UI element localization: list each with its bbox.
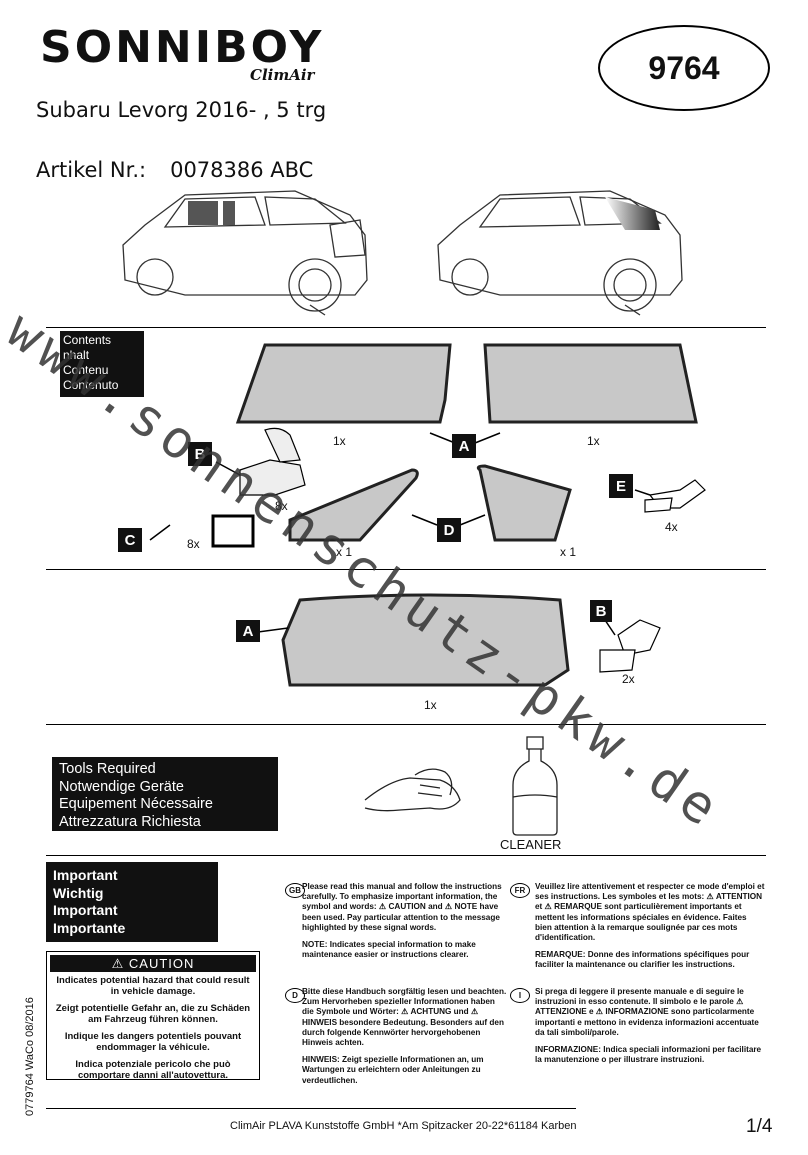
- clip-b-rear-shape: [599, 619, 661, 673]
- page-number: 1/4: [746, 1116, 773, 1137]
- caution-title: CAUTION: [128, 956, 195, 971]
- caution-text-gb: Indicates potential hazard that could re…: [56, 975, 250, 997]
- cleaner-label: CLEANER: [500, 837, 562, 852]
- qty-side-left: 1x: [333, 434, 346, 448]
- tools-line: Equipement Nécessaire: [59, 796, 213, 812]
- qty-clip-b: 8x: [275, 499, 288, 513]
- important-line: Important: [53, 902, 118, 918]
- lang-code-fr: FR: [510, 883, 530, 898]
- footer-company: ClimAir PLAVA Kunststoffe GmbH *Am Spitz…: [230, 1120, 577, 1132]
- article-label: Artikel Nr.:: [36, 158, 147, 182]
- tools-line: Tools Required: [59, 761, 156, 777]
- rear-window-diagram: [257, 593, 661, 687]
- caution-header: ⚠ CAUTION: [50, 955, 256, 972]
- cleaner-bottle-icon: [512, 736, 558, 836]
- lang-code-i: I: [510, 988, 530, 1003]
- part-label-b: B: [188, 442, 212, 466]
- part-label-a: A: [452, 434, 476, 458]
- tools-line: Attrezzatura Richiesta: [59, 813, 201, 830]
- contents-line: nhalt: [63, 348, 90, 362]
- part-label-c: C: [118, 528, 142, 552]
- qty-rear-shade: 1x: [424, 698, 437, 712]
- clip-b-shape: [239, 427, 306, 496]
- clip-e-shape: [644, 479, 706, 513]
- quarter-shade-left-shape: [288, 468, 419, 542]
- qty-quarter-right: x 1: [560, 545, 577, 559]
- caution-text-fr: Indique les dangers potentiels pouvant e…: [64, 1031, 242, 1053]
- side-shade-left-shape: [235, 343, 452, 424]
- instructions-de-main: Bitte diese Handbuch sorgfältig lesen un…: [302, 987, 507, 1048]
- qty-suction-pad: 8x: [187, 537, 200, 551]
- caution-text-de: Zeigt potentielle Gefahr an, die zu Schä…: [55, 1003, 251, 1025]
- article-number: 0078386 ABC: [170, 158, 314, 182]
- instructions-it-note: INFORMAZIONE: Indica speciali informazio…: [535, 1045, 762, 1065]
- important-line: Wichtig: [53, 884, 104, 901]
- car-illustration-rear-window: [437, 190, 683, 316]
- tools-required-label: Tools Required Notwendige Geräte Equipem…: [52, 757, 278, 831]
- model-number-badge: 9764: [598, 25, 770, 111]
- contents-line: Contents: [63, 333, 112, 347]
- article-line: Artikel Nr.: 0078386 ABC: [36, 158, 313, 182]
- instructions-it-main: Si prega di leggere il presente manuale …: [535, 987, 759, 1037]
- important-label: Important Wichtig Important Importante: [46, 862, 218, 942]
- instructions-it: Si prega di leggere il presente manuale …: [535, 987, 765, 1072]
- caution-text-it: Indica potenziale pericolo che può compo…: [75, 1059, 231, 1081]
- brand-logo: SONNIBOY: [40, 22, 325, 73]
- suction-pad-shape: [211, 514, 255, 548]
- instructions-fr-note: REMARQUE: Donne des informations spécifi…: [535, 950, 750, 970]
- rear-shade-shape: [281, 593, 570, 687]
- qty-quarter-left: x 1: [336, 545, 353, 559]
- vehicle-title: Subaru Levorg 2016- , 5 trg: [36, 98, 327, 122]
- quarter-shade-right-shape: [476, 464, 572, 542]
- document-code: 0779764 WaCo 08/2016: [24, 997, 36, 1116]
- car-illustration-side-windows: [122, 190, 368, 316]
- qty-clip-b-rear: 2x: [622, 672, 635, 686]
- instructions-gb-note: NOTE: Indicates special information to m…: [302, 940, 476, 960]
- contents-line: Contenuto: [63, 378, 119, 392]
- important-line: Important: [53, 867, 118, 883]
- tools-line: Notwendige Geräte: [59, 778, 184, 795]
- sub-brand-logo: ClimAir: [250, 66, 315, 84]
- hand-cloth-icon: [364, 768, 461, 812]
- lang-code-gb: GB: [285, 883, 305, 898]
- part-label-b-rear: B: [590, 600, 612, 622]
- part-label-e: E: [609, 474, 633, 498]
- model-number: 9764: [648, 49, 720, 86]
- instructions-gb-main: Please read this manual and follow the i…: [302, 882, 502, 932]
- contents-line: Contenu: [63, 363, 109, 377]
- instructions-fr-main: Veuillez lire attentivement et respecter…: [535, 882, 765, 943]
- contents-label: Contents nhalt Contenu Contenuto: [60, 331, 144, 397]
- warning-icon: ⚠: [111, 956, 125, 971]
- part-label-a-rear: A: [236, 620, 260, 642]
- instructions-de-note: HINWEIS: Zeigt spezielle Informationen a…: [302, 1055, 484, 1085]
- parts-diagram: [149, 343, 706, 548]
- qty-side-right: 1x: [587, 434, 600, 448]
- side-shade-right-shape: [483, 343, 698, 424]
- qty-clip-e: 4x: [665, 520, 678, 534]
- lang-code-d: D: [285, 988, 305, 1003]
- part-label-d: D: [437, 518, 461, 542]
- instructions-de: Bitte diese Handbuch sorgfältig lesen un…: [302, 987, 507, 1093]
- instructions-gb: Please read this manual and follow the i…: [302, 882, 507, 967]
- caution-box: ⚠ CAUTION Indicates potential hazard tha…: [46, 951, 260, 1081]
- important-line: Importante: [53, 919, 126, 936]
- instructions-fr: Veuillez lire attentivement et respecter…: [535, 882, 765, 978]
